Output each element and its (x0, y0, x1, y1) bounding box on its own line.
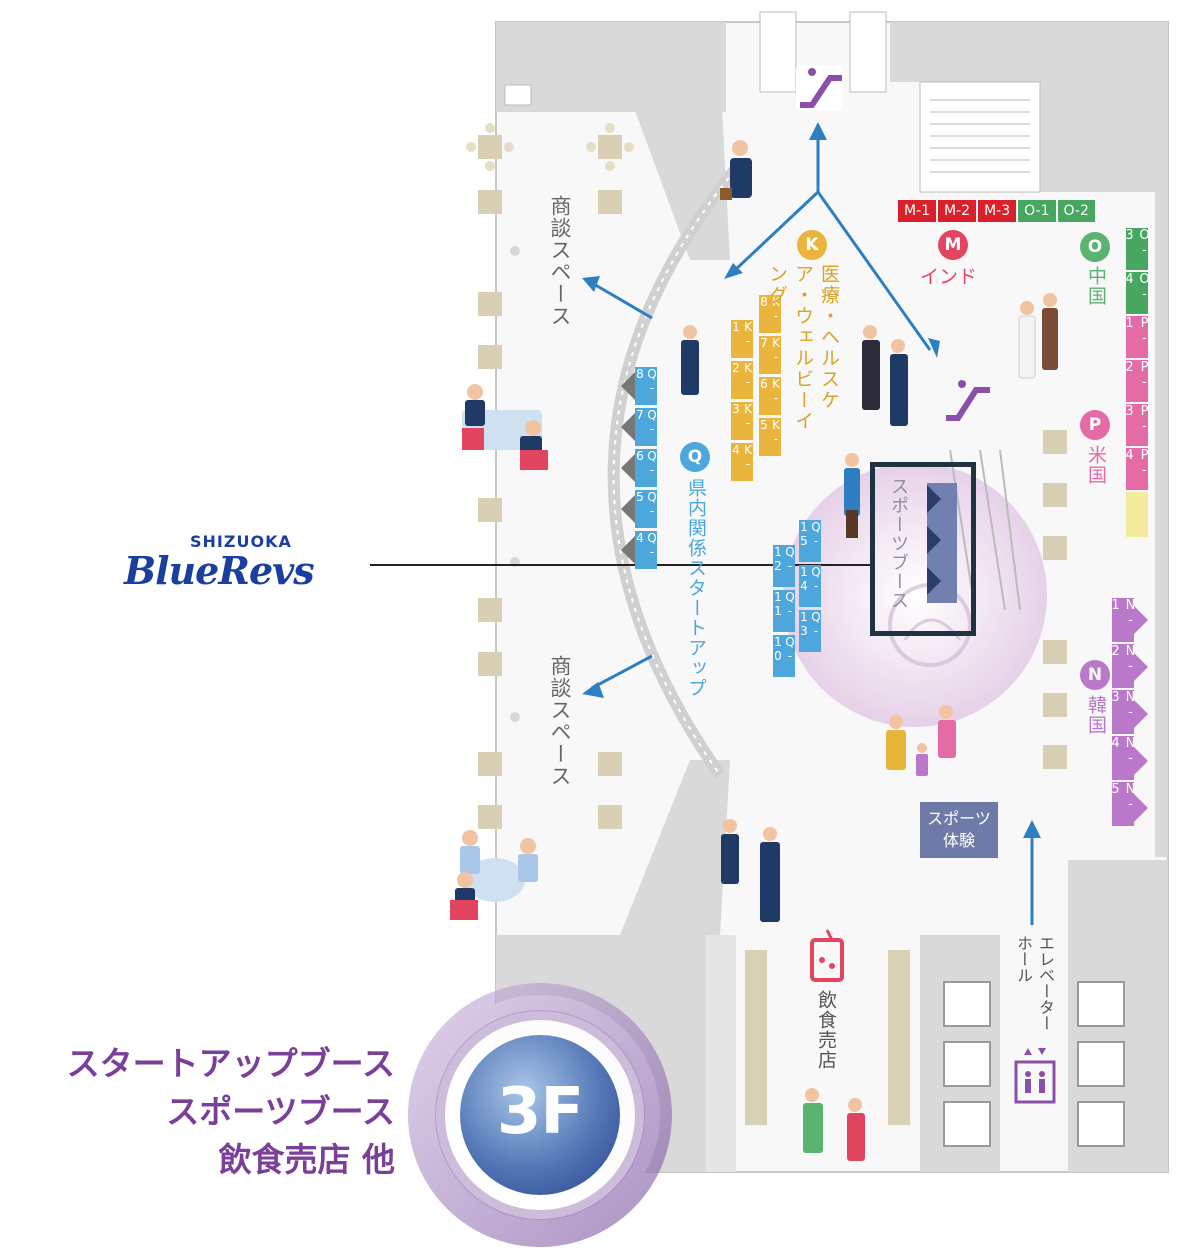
booth-p-4[interactable]: P-4 (1122, 448, 1152, 490)
booth-q-15[interactable]: Q-15 (797, 520, 823, 562)
zone-m-name: インド (920, 266, 978, 288)
booth-q-12[interactable]: Q-12 (771, 545, 797, 587)
booth-m-2[interactable]: M-2 (938, 200, 977, 222)
flow-arrows (591, 135, 1034, 925)
booth-k-2[interactable]: K-2 (729, 361, 755, 399)
floor-badge (408, 983, 672, 1247)
empty-booth (1126, 492, 1148, 537)
booth-o-3[interactable]: O-3 (1122, 228, 1152, 270)
booth-o-2[interactable]: O-2 (1057, 200, 1095, 222)
people-illustrations (450, 140, 1058, 1161)
tables-left (478, 135, 622, 829)
booth-k-3[interactable]: K-3 (729, 402, 755, 440)
top-booth-row: M-1 M-2 M-3 O-1 O-2 (898, 200, 1097, 222)
booth-q-14[interactable]: Q-14 (797, 565, 823, 607)
booth-n-3[interactable]: N-3 (1108, 690, 1138, 734)
booth-m-1[interactable]: M-1 (898, 200, 937, 222)
meeting-space-upper: 商談スペース (548, 195, 572, 327)
legend-sports-booth: スポーツブース (166, 1092, 395, 1131)
sports-experience-area[interactable]: スポーツ体験 (920, 802, 998, 858)
zone-o-name: 中国 (1085, 266, 1107, 306)
booth-k-4[interactable]: K-4 (729, 443, 755, 481)
q-booth-mid-left: Q-12 Q-11 Q-10 (771, 545, 797, 680)
legend-startup-booth: スタートアップブース (66, 1044, 395, 1083)
booth-q-13[interactable]: Q-13 (797, 610, 823, 652)
food-shop-label: 飲食売店 (815, 990, 837, 1070)
n-booth-column: N-1 N-2 N-3 N-4 N-5 (1108, 598, 1138, 828)
right-booth-column: O-3 O-4 P-1 P-2 P-3 P-4 (1122, 228, 1152, 537)
booth-p-2[interactable]: P-2 (1122, 360, 1152, 402)
booth-p-1[interactable]: P-1 (1122, 316, 1152, 358)
brand-subtitle: SHIZUOKA (190, 532, 292, 551)
brand-logo: BlueRevs (124, 548, 315, 593)
booth-n-4[interactable]: N-4 (1108, 736, 1138, 780)
escalator-icon (946, 380, 990, 421)
zone-o-badge: O (1080, 232, 1110, 262)
zone-q-badge: Q (680, 442, 710, 472)
booth-k-1[interactable]: K-1 (729, 320, 755, 358)
zone-k-badge: K (797, 230, 827, 260)
floor-legend: スタートアップブース スポーツブース 飲食売店 他 (55, 1040, 395, 1184)
zone-n-badge: N (1080, 660, 1110, 690)
booth-o-4[interactable]: O-4 (1122, 272, 1152, 314)
k-booth-right: K-8 K-7 K-6 K-5 (757, 295, 783, 459)
meeting-space-lower: 商談スペース (548, 655, 572, 787)
booth-m-3[interactable]: M-3 (978, 200, 1017, 222)
booth-k-8[interactable]: K-8 (757, 295, 783, 333)
zone-p-name: 米国 (1085, 445, 1107, 485)
legend-food-shop: 飲食売店 他 (218, 1140, 396, 1179)
q-booth-markers (621, 372, 635, 577)
booth-q-6[interactable]: Q-6 (633, 449, 659, 487)
q-booth-mid-right: Q-15 Q-14 Q-13 (797, 520, 823, 655)
booth-q-8[interactable]: Q-8 (633, 367, 659, 405)
booth-q-4[interactable]: Q-4 (633, 531, 659, 569)
escalator-icon (796, 65, 842, 111)
highlight-booth-frame[interactable]: スポーツブース (870, 462, 976, 636)
tables-right (1043, 430, 1067, 769)
k-booth-left: K-1 K-2 K-3 K-4 (729, 320, 755, 484)
n-booth-markers (1134, 606, 1148, 841)
booth-q-5[interactable]: Q-5 (633, 490, 659, 528)
booth-k-7[interactable]: K-7 (757, 336, 783, 374)
drink-icon (810, 929, 844, 982)
booth-n-1[interactable]: N-1 (1108, 598, 1138, 642)
booth-q-10[interactable]: Q-10 (771, 635, 797, 677)
booth-o-1[interactable]: O-1 (1018, 200, 1056, 222)
booth-q-7[interactable]: Q-7 (633, 408, 659, 446)
zone-k-name: 医療・ヘルスケア・ウェルビーイング (766, 264, 840, 432)
q-booth-left: Q-8 Q-7 Q-6 Q-5 Q-4 (633, 367, 659, 572)
zone-p-badge: P (1080, 410, 1110, 440)
booth-p-3[interactable]: P-3 (1122, 404, 1152, 446)
elevator-hall-label: エレベーターホール (1014, 935, 1055, 1031)
booth-k-5[interactable]: K-5 (757, 418, 783, 456)
floor-level-label: 3F (496, 1075, 584, 1149)
zone-n-name: 韓国 (1085, 695, 1107, 735)
booth-q-11[interactable]: Q-11 (771, 590, 797, 632)
booth-k-6[interactable]: K-6 (757, 377, 783, 415)
zone-k-name-box: 医療・ヘルスケア・ウェルビーイング (766, 264, 842, 434)
booth-n-5[interactable]: N-5 (1108, 782, 1138, 826)
zone-m-badge: M (938, 230, 968, 260)
booth-n-2[interactable]: N-2 (1108, 644, 1138, 688)
escalator-mid (949, 449, 1021, 611)
sports-booth-markers (927, 485, 941, 608)
sports-booth-label: スポーツブース (888, 477, 909, 610)
elevator-icon (1014, 1048, 1056, 1104)
zone-q-name: 県内関係スタートアップ (685, 478, 707, 698)
elevator-hall-box: エレベーターホール (1010, 935, 1056, 1045)
